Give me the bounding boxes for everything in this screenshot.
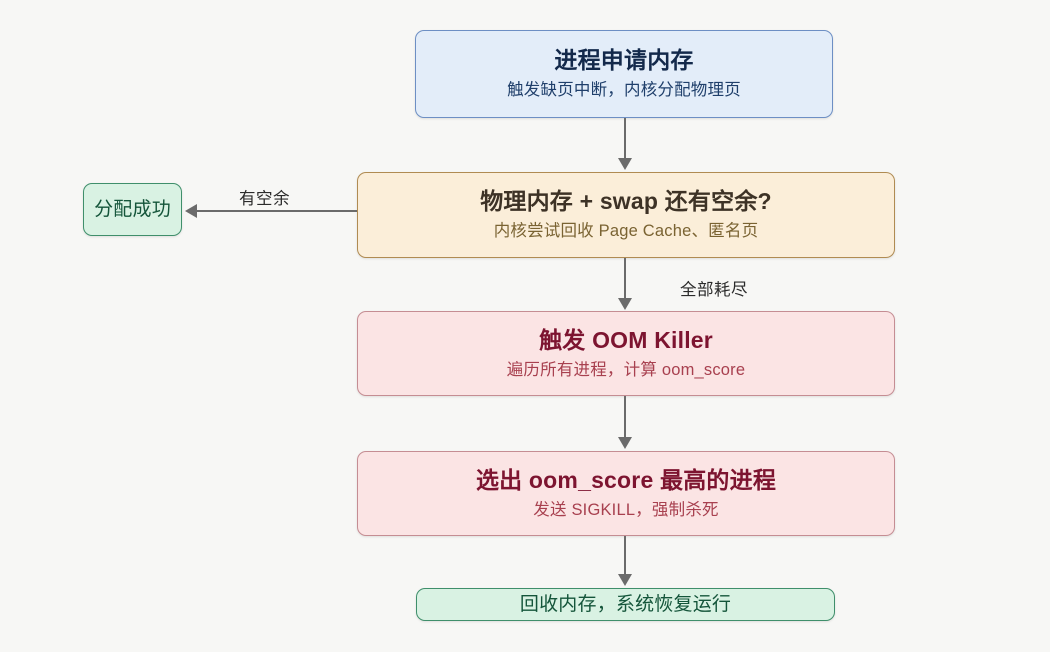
node-request-memory-subtitle: 触发缺页中断，内核分配物理页	[507, 81, 741, 100]
node-trigger-oom-killer-subtitle: 遍历所有进程，计算 oom_score	[506, 360, 746, 379]
node-reclaim-recover[interactable]: 回收内存，系统恢复运行	[416, 588, 835, 621]
node-trigger-oom-killer-title: 触发 OOM Killer	[539, 326, 713, 353]
edge-label-has-free: 有空余	[239, 190, 290, 208]
edge-label-all-exhausted: 全部耗尽	[680, 281, 748, 299]
edge-check-to-success-line	[197, 210, 357, 212]
node-reclaim-recover-title: 回收内存，系统恢复运行	[519, 593, 732, 615]
node-memory-available-check-subtitle: 内核尝试回收 Page Cache、匿名页	[493, 222, 759, 241]
edge-check-to-success-arrowhead	[185, 204, 197, 218]
node-memory-available-check-title: 物理内存 + swap 还有空余?	[480, 188, 772, 215]
edge-check-to-oom-line	[624, 258, 626, 300]
node-select-highest-score-title: 选出 oom_score 最高的进程	[475, 466, 777, 493]
edge-request-to-check-arrowhead	[618, 158, 632, 170]
node-alloc-success[interactable]: 分配成功	[83, 183, 182, 236]
node-alloc-success-title: 分配成功	[94, 198, 171, 220]
node-select-highest-score[interactable]: 选出 oom_score 最高的进程 发送 SIGKILL，强制杀死	[357, 451, 895, 536]
edge-oom-to-select-arrowhead	[618, 437, 632, 449]
node-trigger-oom-killer[interactable]: 触发 OOM Killer 遍历所有进程，计算 oom_score	[357, 311, 895, 396]
node-request-memory[interactable]: 进程申请内存 触发缺页中断，内核分配物理页	[415, 30, 833, 118]
node-select-highest-score-subtitle: 发送 SIGKILL，强制杀死	[533, 500, 719, 519]
edge-request-to-check-line	[624, 118, 626, 160]
edge-check-to-oom-arrowhead	[618, 298, 632, 310]
edge-select-to-reclaim-arrowhead	[618, 574, 632, 586]
node-request-memory-title: 进程申请内存	[554, 47, 694, 74]
edge-oom-to-select-line	[624, 396, 626, 439]
edge-select-to-reclaim-line	[624, 536, 626, 576]
node-memory-available-check[interactable]: 物理内存 + swap 还有空余? 内核尝试回收 Page Cache、匿名页	[357, 172, 895, 258]
